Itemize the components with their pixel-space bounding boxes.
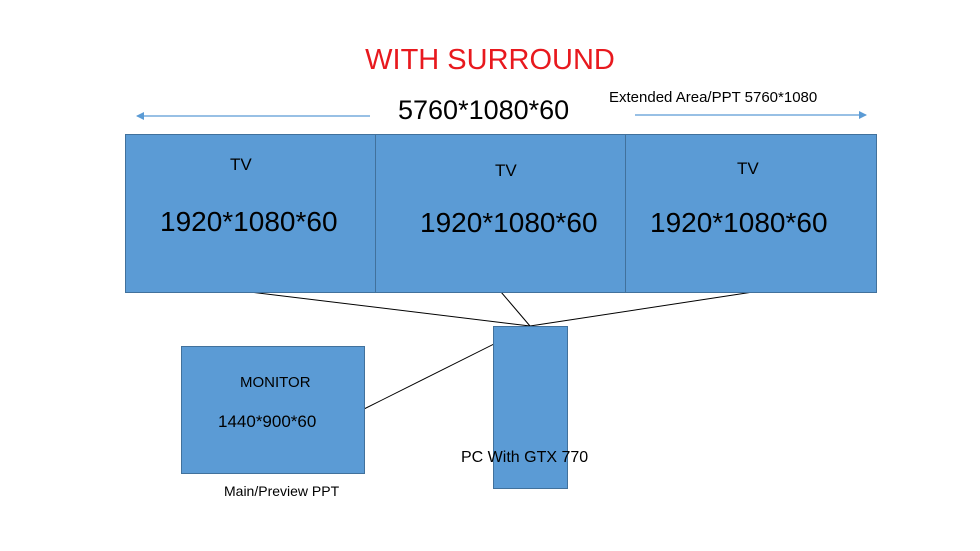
link-tv1-pc <box>249 291 531 327</box>
tv-resolution-1: 1920*1080*60 <box>160 206 338 237</box>
total-resolution: 5760*1080*60 <box>398 95 570 125</box>
pc-box <box>493 326 568 489</box>
link-tv3-pc <box>529 291 754 327</box>
tv-screen-1 <box>125 134 377 293</box>
tv-label-1: TV <box>230 155 252 174</box>
extended-area-label: Extended Area/PPT 5760*1080 <box>609 89 818 106</box>
tv-label-2: TV <box>495 161 517 180</box>
monitor-resolution: 1440*900*60 <box>218 412 317 431</box>
tv-label-3: TV <box>737 159 759 178</box>
diagram-title: WITH SURROUND <box>365 44 615 76</box>
tv-resolution-2: 1920*1080*60 <box>420 207 598 238</box>
monitor-caption: Main/Preview PPT <box>224 483 340 499</box>
monitor-box <box>181 346 365 474</box>
tv-screen-3 <box>625 134 877 293</box>
tv-resolution-3: 1920*1080*60 <box>650 207 828 238</box>
link-tv2-pc <box>500 291 531 327</box>
pc-label: PC With GTX 770 <box>461 449 589 466</box>
monitor-label: MONITOR <box>240 374 311 391</box>
